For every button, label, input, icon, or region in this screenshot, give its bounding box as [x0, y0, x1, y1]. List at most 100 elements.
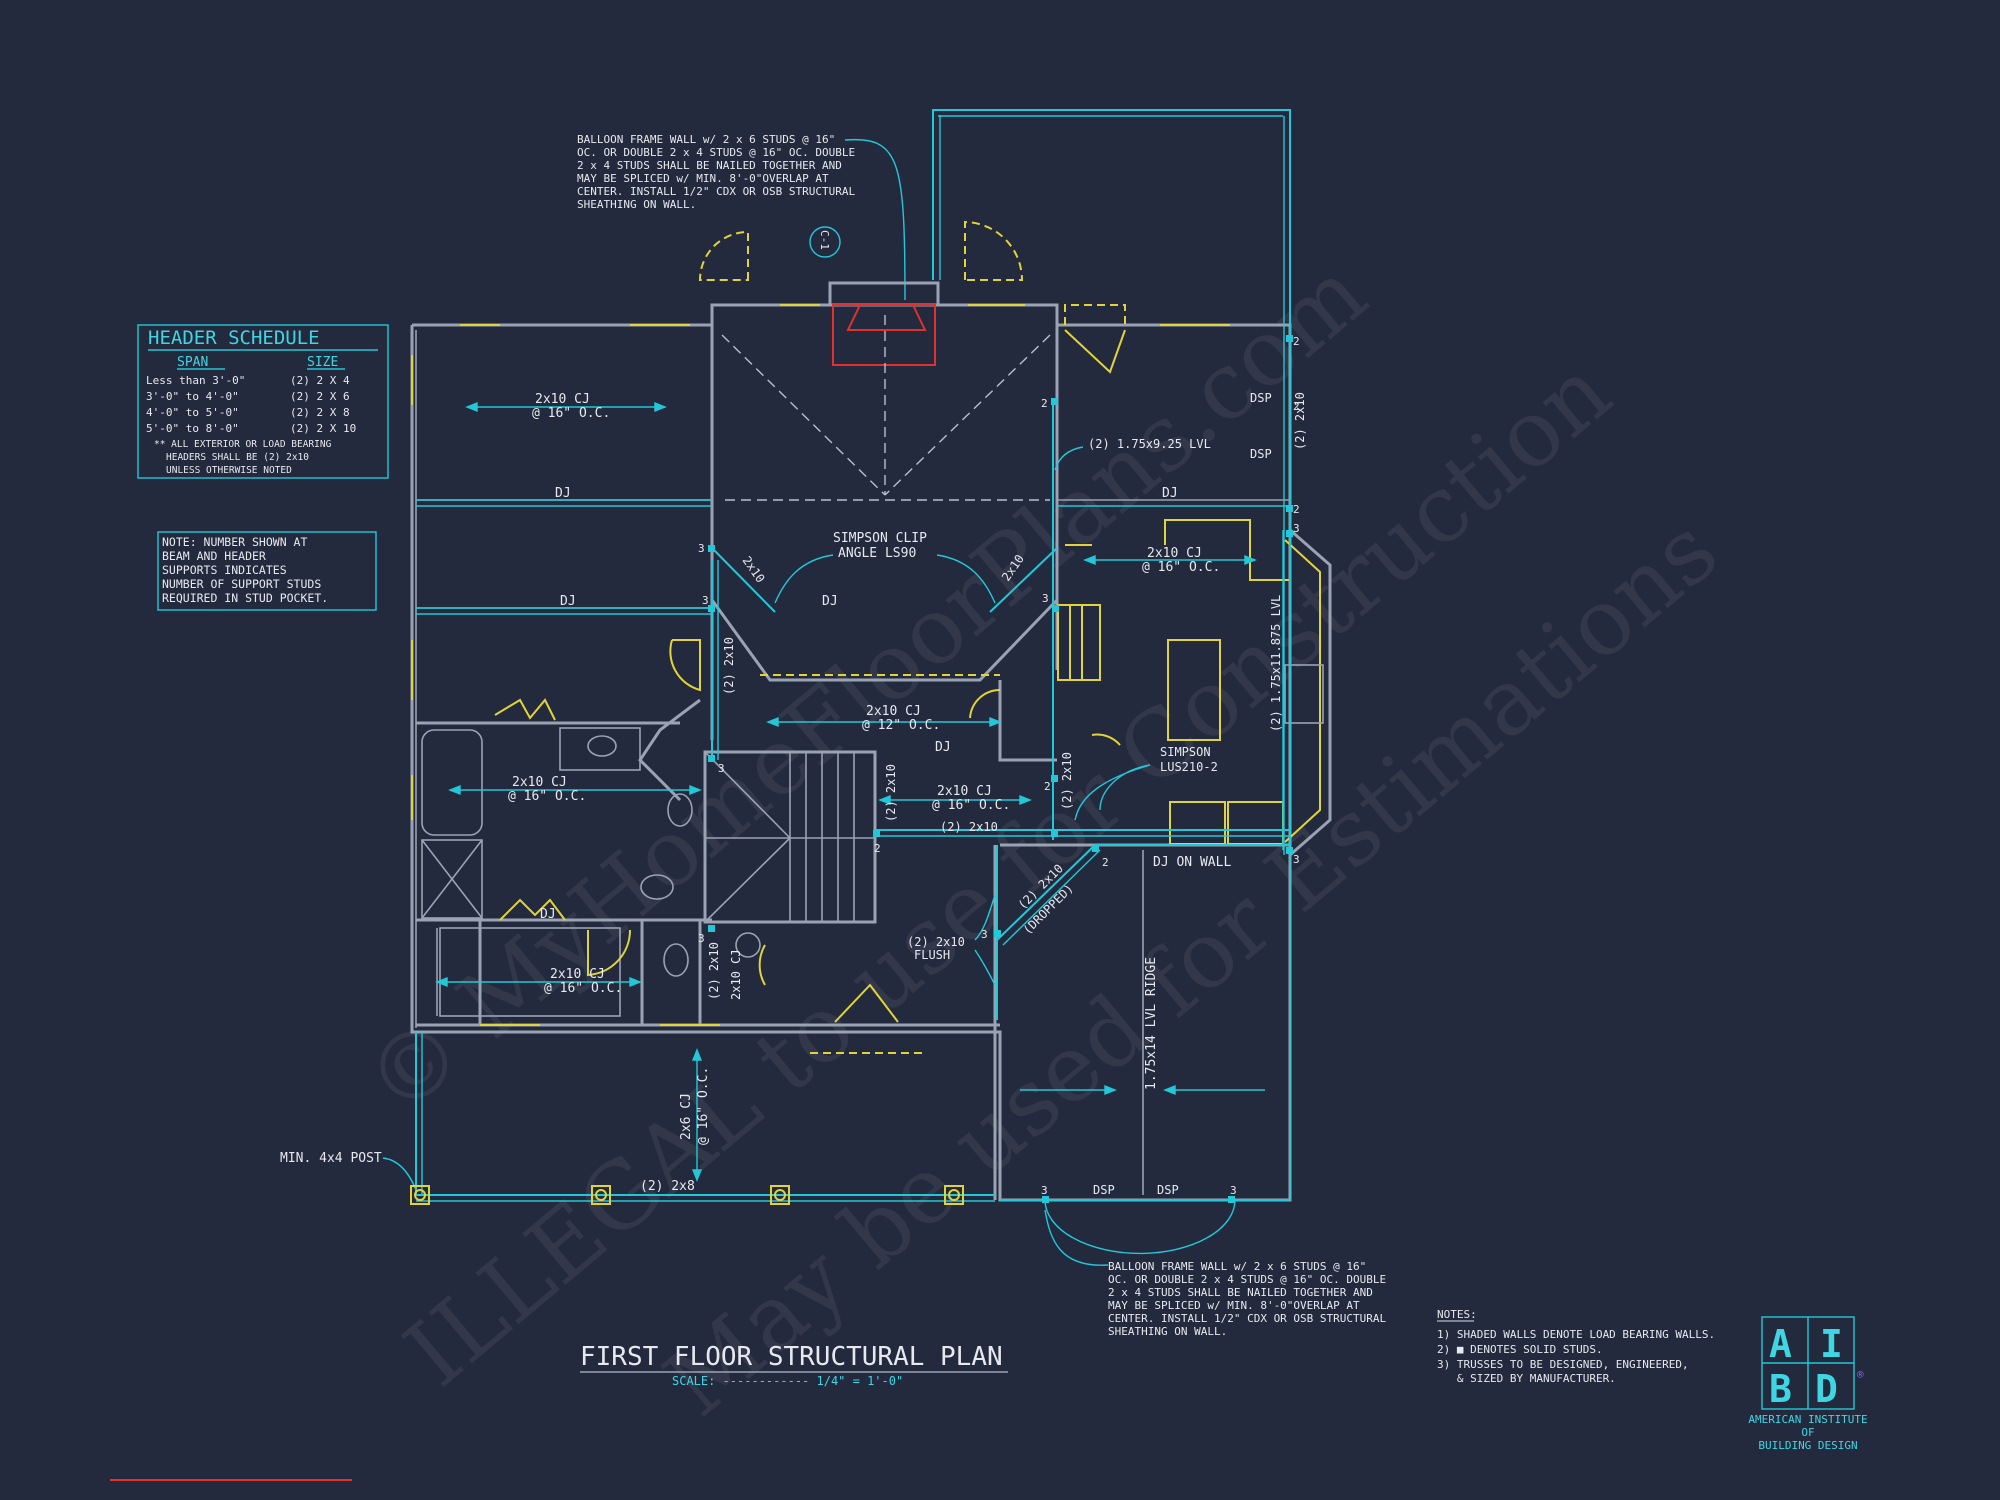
header-row-span: 3'-0" to 4'-0": [146, 390, 239, 403]
label-cj-top-left-1: 2x10 CJ: [535, 392, 590, 407]
balloon-top-line: SHEATHING ON WALL.: [577, 198, 696, 211]
doors-windows: [411, 220, 1230, 1054]
label-cj-stair-2: @ 16" O.C.: [932, 798, 1010, 813]
label-dsp: DSP: [1250, 447, 1272, 461]
label-porch-cj-2: @ 16" O.C.: [696, 1067, 711, 1145]
stud-count: 2: [1044, 780, 1051, 793]
label-dj: DJ: [822, 594, 838, 609]
label-vert-2x10-center: (2) 2x10: [1060, 752, 1074, 810]
balloon-bottom-line: CENTER. INSTALL 1/2" CDX OR OSB STRUCTUR…: [1108, 1312, 1387, 1325]
balloon-bottom-line: OC. OR DOUBLE 2 x 4 STUDS @ 16" OC. DOUB…: [1108, 1273, 1386, 1286]
stud-support-note: NOTE: NUMBER SHOWN AT BEAM AND HEADER SU…: [157, 531, 377, 611]
fireplace: [832, 304, 936, 366]
stud-counts: 2 2 3 3 2 3 3 3 3 3 2 2 2 2 3 3 3: [698, 335, 1300, 1197]
stud-count: 2: [1293, 400, 1300, 413]
header-row-size: (2) 2 X 4: [290, 374, 350, 387]
label-flush-2: FLUSH: [914, 948, 950, 962]
header-note-line: UNLESS OTHERWISE NOTED: [166, 465, 292, 476]
stud-count: 3: [981, 928, 988, 941]
stud-count: 3: [702, 594, 709, 607]
header-schedule: HEADER SCHEDULE SPAN SIZE Less than 3'-0…: [137, 324, 389, 479]
stud-count: 2: [1041, 397, 1048, 410]
header-row-size: (2) 2 X 10: [290, 422, 356, 435]
label-dj: DJ: [540, 907, 556, 922]
label-simpson-clip-1: SIMPSON CLIP: [833, 531, 927, 546]
stud-count: 3: [698, 932, 705, 945]
label-section-tag: C-1: [818, 230, 831, 250]
label-simpson-lus-2: LUS210-2: [1160, 760, 1218, 774]
bathtub: [421, 729, 483, 836]
label-lvl-925: (2) 1.75x9.25 LVL: [1088, 437, 1211, 451]
stud-note-line: REQUIRED IN STUD POCKET.: [162, 591, 328, 605]
logo-registered-mark: ®: [1857, 1368, 1864, 1381]
logo-letter-i: I: [1820, 1322, 1843, 1366]
label-horiz-2x10-stair: (2) 2x10: [940, 820, 998, 834]
label-dj-on-wall: DJ ON WALL: [1153, 855, 1231, 870]
label-simpson-clip-2: ANGLE LS90: [838, 546, 916, 561]
header-schedule-col-span: SPAN: [177, 355, 208, 370]
label-vert-2x10-right: (2) 2x10: [1293, 392, 1307, 450]
posts-and-studs: [410, 335, 1293, 1205]
label-lvl-11875: (2) 1.75x11.875 LVL: [1269, 595, 1283, 732]
label-dj: DJ: [1162, 486, 1178, 501]
label-dsp: DSP: [1250, 391, 1272, 405]
balloon-frame-note-bottom: BALLOON FRAME WALL w/ 2 x 6 STUDS @ 16" …: [1108, 1260, 1387, 1338]
plan-title-block: FIRST FLOOR STRUCTURAL PLAN SCALE: -----…: [110, 1342, 1008, 1481]
label-dj: DJ: [555, 486, 571, 501]
note-line: 2) ■ DENOTES SOLID STUDS.: [1437, 1343, 1603, 1356]
label-cj-bath-1: 2x10 CJ: [512, 775, 567, 790]
label-cj-top-left-2: @ 16" O.C.: [532, 406, 610, 421]
label-vert-2x10-lower: (2) 2x10: [707, 942, 721, 1000]
balloon-top-line: 2 x 4 STUDS SHALL BE NAILED TOGETHER AND: [577, 159, 842, 172]
label-cj-stair-1: 2x10 CJ: [937, 784, 992, 799]
stud-note-line: NOTE: NUMBER SHOWN AT: [162, 535, 307, 549]
stud-note-line: NUMBER OF SUPPORT STUDS: [162, 577, 321, 591]
header-row-size: (2) 2 X 6: [290, 390, 350, 403]
logo-line: BUILDING DESIGN: [1758, 1439, 1857, 1452]
logo-letter-b: B: [1769, 1367, 1792, 1411]
label-cj-lower-1: 2x10 CJ: [550, 967, 605, 982]
balloon-bottom-line: BALLOON FRAME WALL w/ 2 x 6 STUDS @ 16": [1108, 1260, 1366, 1273]
stud-count: 3: [1293, 522, 1300, 535]
balloon-top-line: BALLOON FRAME WALL w/ 2 x 6 STUDS @ 16": [577, 133, 835, 146]
header-schedule-col-size: SIZE: [307, 355, 338, 370]
balloon-top-line: OC. OR DOUBLE 2 x 4 STUDS @ 16" OC. DOUB…: [577, 146, 855, 159]
framing-labels: 2x10 CJ @ 16" O.C. DJ DJ DJ DJ DJ DJ (2)…: [280, 226, 1307, 1197]
stud-count: 3: [1230, 1184, 1237, 1197]
balloon-bottom-line: MAY BE SPLICED w/ MIN. 8'-0"OVERLAP AT: [1108, 1299, 1360, 1312]
balloon-frame-note-top: BALLOON FRAME WALL w/ 2 x 6 STUDS @ 16" …: [577, 133, 906, 301]
label-flush-1: (2) 2x10: [907, 935, 965, 949]
balloon-bottom-line: SHEATHING ON WALL.: [1108, 1325, 1227, 1338]
label-dsp: DSP: [1093, 1183, 1115, 1197]
stud-count: 3: [1041, 1184, 1048, 1197]
logo-line: OF: [1801, 1426, 1814, 1439]
stud-count: 2: [1293, 503, 1300, 516]
stud-count: 2: [874, 842, 881, 855]
header-row-span: 5'-0" to 8'-0": [146, 422, 239, 435]
label-dj: DJ: [560, 594, 576, 609]
stud-count: 3: [698, 542, 705, 555]
header-row-span: 4'-0" to 5'-0": [146, 406, 239, 419]
plan-title: FIRST FLOOR STRUCTURAL PLAN: [580, 1342, 1003, 1372]
label-cj-kitchen-1: 2x10 CJ: [1147, 546, 1202, 561]
stud-count: 3: [718, 762, 725, 775]
header-row-span: Less than 3'-0": [146, 374, 245, 387]
stud-count: 2: [1102, 856, 1109, 869]
label-dsp: DSP: [1157, 1183, 1179, 1197]
stud-note-line: BEAM AND HEADER: [162, 549, 266, 563]
notes-title: NOTES:: [1437, 1308, 1477, 1321]
note-line: 3) TRUSSES TO BE DESIGNED, ENGINEERED,: [1437, 1358, 1689, 1371]
label-vert-2x10-hall: (2) 2x10: [722, 637, 736, 695]
balloon-top-line: MAY BE SPLICED w/ MIN. 8'-0"OVERLAP AT: [577, 172, 829, 185]
label-porch-cj-1: 2x6 CJ: [679, 1093, 694, 1140]
structural-lines: [382, 315, 1291, 1266]
header-note-line: ** ALL EXTERIOR OR LOAD BEARING: [154, 439, 332, 450]
label-ridge: 1.75x14 LVL RIDGE: [1144, 957, 1159, 1090]
stud-note-line: SUPPORTS INDICATES: [162, 563, 287, 577]
logo-letter-a: A: [1769, 1322, 1792, 1366]
stud-count: 3: [1042, 592, 1049, 605]
label-cj-bath-2: @ 16" O.C.: [508, 789, 586, 804]
plan-scale: SCALE: ------------ 1/4" = 1'-0": [672, 1374, 903, 1388]
note-line: & SIZED BY MANUFACTURER.: [1437, 1372, 1616, 1385]
